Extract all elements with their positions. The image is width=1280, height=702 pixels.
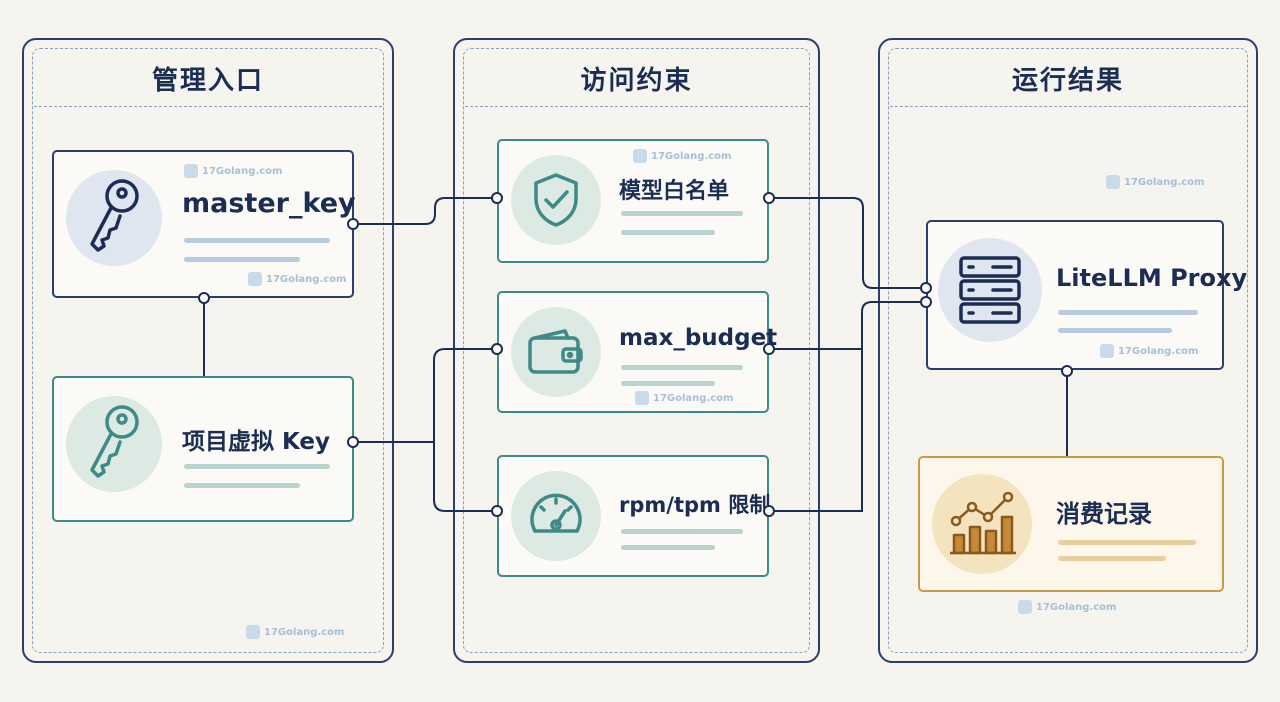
wire-split-to-budget <box>433 348 497 442</box>
icon-circle <box>511 307 601 397</box>
column-title: 管理入口 <box>151 66 264 96</box>
server-icon <box>959 256 1021 324</box>
placeholder-line <box>1058 328 1172 333</box>
icon-circle <box>66 170 162 266</box>
connector-dot <box>920 282 932 294</box>
placeholder-line <box>184 483 300 488</box>
card-label: max_budget <box>619 325 778 351</box>
connector-dot <box>347 218 359 230</box>
connector-dot <box>491 343 503 355</box>
watermark: 17Golang.com <box>246 625 344 639</box>
column-dashed-border <box>32 48 384 653</box>
card-max-budget[interactable]: max_budget 17Golang.com <box>497 291 777 413</box>
gauge-icon <box>530 493 582 533</box>
column-title: 访问约束 <box>580 66 693 96</box>
bar-chart-icon <box>950 491 1016 555</box>
placeholder-line <box>621 381 715 386</box>
watermark: 17Golang.com <box>633 149 731 163</box>
card-usage-records[interactable]: 消费记录 <box>918 456 1224 592</box>
wire-master-to-whitelist <box>353 197 497 225</box>
icon-circle <box>511 155 601 245</box>
watermark: 17Golang.com <box>184 164 282 178</box>
card-label: rpm/tpm 限制 <box>619 493 771 517</box>
column-results: 运行结果 <box>878 38 1258 663</box>
column-dashed-border <box>463 48 810 653</box>
card-label: 模型白名单 <box>619 179 730 204</box>
connector-dot <box>347 436 359 448</box>
watermark: 17Golang.com <box>1106 175 1204 189</box>
placeholder-line <box>621 365 743 370</box>
connector-dot <box>920 296 932 308</box>
column-dashed-border <box>888 48 1248 653</box>
card-litellm-proxy[interactable]: LiteLLM Proxy 17Golang.com <box>926 220 1247 370</box>
card-label: 消费记录 <box>1056 500 1152 528</box>
placeholder-line <box>1058 540 1196 545</box>
placeholder-line <box>184 238 330 243</box>
watermark: 17Golang.com <box>1100 344 1198 358</box>
placeholder-line <box>1058 556 1166 561</box>
wire-split-to-limit <box>433 442 497 512</box>
wire-budget-to-proxy <box>769 301 926 350</box>
placeholder-line <box>621 545 715 550</box>
connector-dot <box>763 343 775 355</box>
connector-dot <box>198 292 210 304</box>
watermark: 17Golang.com <box>635 391 733 405</box>
connector-dot <box>1061 365 1073 377</box>
shield-check-icon <box>534 173 578 227</box>
card-model-whitelist[interactable]: 模型白名单 17Golang.com <box>497 139 769 263</box>
placeholder-line <box>184 257 300 262</box>
placeholder-line <box>621 230 715 235</box>
icon-circle <box>66 396 162 492</box>
watermark: 17Golang.com <box>248 272 346 286</box>
connector-dot <box>491 192 503 204</box>
placeholder-line <box>1058 310 1198 315</box>
placeholder-line <box>621 211 743 216</box>
wire-whitelist-to-proxy <box>769 197 926 289</box>
connector-dot <box>491 505 503 517</box>
card-label: LiteLLM Proxy <box>1056 264 1248 292</box>
title-divider <box>465 106 808 107</box>
placeholder-line <box>184 464 330 469</box>
card-label: master_key <box>182 188 356 219</box>
connector-dot <box>763 192 775 204</box>
column-management: 管理入口 <box>22 38 394 663</box>
icon-circle <box>511 471 601 561</box>
card-project-key[interactable]: 项目虚拟 Key <box>52 376 354 522</box>
connector-dot <box>763 505 775 517</box>
wire-limit-to-proxy <box>769 312 863 512</box>
card-rate-limit[interactable]: rpm/tpm 限制 <box>497 455 771 577</box>
key-icon <box>90 179 139 252</box>
title-divider <box>34 106 382 107</box>
key-icon <box>90 405 139 478</box>
placeholder-line <box>621 529 743 534</box>
wallet-icon <box>528 329 583 374</box>
column-constraints: 访问约束 <box>453 38 820 663</box>
icon-circle <box>932 474 1032 574</box>
icon-circle <box>938 238 1042 342</box>
card-master-key[interactable]: master_key 17Golang.com 17Golang.com <box>52 150 356 298</box>
watermark: 17Golang.com <box>1018 600 1116 614</box>
column-title: 运行结果 <box>1011 66 1124 96</box>
card-label: 项目虚拟 Key <box>182 429 331 455</box>
title-divider <box>890 106 1246 107</box>
